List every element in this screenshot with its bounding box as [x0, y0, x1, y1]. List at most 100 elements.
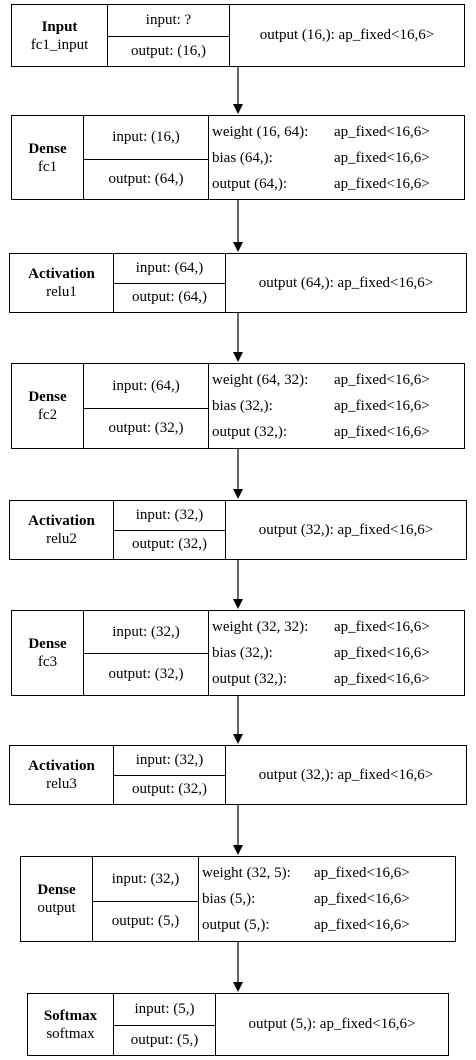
- detail-value: ap_fixed<16,6>: [334, 123, 430, 140]
- layer-detail-cell: output (64,): ap_fixed<16,6>: [226, 254, 466, 312]
- detail-label: output (5,):: [202, 916, 270, 933]
- edge-arrowhead: [233, 104, 243, 114]
- detail-label: output (64,):: [258, 274, 334, 291]
- detail-label: output (32,):: [258, 521, 334, 538]
- layer-type: Activation: [28, 758, 95, 774]
- detail-label: weight (16, 64):: [212, 123, 309, 140]
- layer-name-cell: Input fc1_input: [12, 5, 108, 66]
- detail-row: weight (32, 32): ap_fixed<16,6>: [209, 615, 464, 639]
- layer-output-shape: output: (32,): [108, 665, 184, 682]
- layer-output-shape: output: (16,): [131, 42, 206, 59]
- layer-name: fc2: [37, 407, 58, 423]
- layer-type: Activation: [28, 513, 95, 529]
- layer-name: relu3: [46, 776, 77, 792]
- layer-node-fc2: Dense fc2 input: (64,) output: (32,) wei…: [11, 363, 465, 449]
- edge-arrowhead: [233, 352, 243, 362]
- layer-detail-cell: output (16,): ap_fixed<16,6>: [230, 5, 464, 66]
- layer-io-cell: input: (16,) output: (64,): [84, 116, 209, 199]
- layer-node-output: Dense output input: (32,) output: (5,) w…: [20, 856, 456, 942]
- detail-label: bias (64,):: [212, 149, 273, 166]
- layer-name-cell: Dense fc2: [12, 364, 84, 448]
- detail-label: bias (32,):: [212, 644, 273, 661]
- detail-value: ap_fixed<16,6>: [314, 890, 410, 907]
- layer-name-cell: Dense output: [21, 857, 93, 941]
- edge-arrowhead: [233, 489, 243, 499]
- layer-node-fc3: Dense fc3 input: (32,) output: (32,) wei…: [11, 610, 465, 696]
- layer-io-cell: input: ? output: (16,): [108, 5, 230, 66]
- detail-value: ap_fixed<16,6>: [314, 864, 410, 881]
- detail-label: bias (32,):: [212, 397, 273, 414]
- detail-row: bias (32,): ap_fixed<16,6>: [209, 394, 464, 418]
- layer-node-relu1: Activation relu1 input: (64,) output: (6…: [9, 253, 467, 313]
- layer-input-shape: input: (32,): [114, 501, 225, 531]
- layer-output-shape: output: (32,): [108, 419, 184, 436]
- detail-label: weight (32, 32):: [212, 618, 309, 635]
- detail-label: weight (64, 32):: [212, 371, 309, 388]
- layer-io-cell: input: (64,) output: (32,): [84, 364, 209, 448]
- layer-name: relu1: [46, 284, 77, 300]
- layer-name: softmax: [46, 1025, 95, 1042]
- detail-value: ap_fixed<16,6>: [338, 27, 435, 43]
- detail-value: ap_fixed<16,6>: [334, 397, 430, 414]
- detail-row: output (32,):ap_fixed<16,6>: [209, 420, 464, 444]
- layer-type: Dense: [28, 636, 67, 652]
- layer-output-shape: output: (64,): [132, 289, 207, 305]
- layer-detail-cell: weight (32, 5):ap_fixed<16,6> bias (5,):…: [199, 857, 455, 941]
- layer-io-cell: input: (32,) output: (32,): [114, 746, 226, 804]
- layer-name: fc1_input: [30, 36, 89, 53]
- layer-input-shape: input: (64,): [114, 254, 225, 284]
- detail-value: ap_fixed<16,6>: [337, 766, 434, 783]
- layer-name-cell: Softmax softmax: [28, 994, 114, 1055]
- detail-row: weight (16, 64): ap_fixed<16,6>: [209, 120, 464, 144]
- detail-value: ap_fixed<16,6>: [334, 175, 430, 192]
- detail-value: ap_fixed<16,6>: [334, 644, 430, 661]
- layer-input-shape: input: (32,): [114, 746, 225, 776]
- edge-arrowhead: [233, 734, 243, 744]
- detail-value: ap_fixed<16,6>: [337, 521, 434, 538]
- layer-detail-cell: weight (32, 32): ap_fixed<16,6> bias (32,…: [209, 611, 464, 695]
- layer-input-shape: input: ?: [108, 5, 229, 37]
- layer-io-cell: input: (32,) output: (32,): [84, 611, 209, 695]
- detail-label: output (32,):: [212, 670, 287, 687]
- layer-input-shape: input: (32,): [93, 857, 198, 902]
- detail-label: output (32,):: [258, 766, 334, 783]
- layer-input-shape: input: (32,): [84, 611, 208, 654]
- layer-output-shape: output: (5,): [130, 1031, 199, 1048]
- edge-arrowhead: [233, 845, 243, 855]
- layer-detail-cell: weight (64, 32):ap_fixed<16,6> bias (32,…: [209, 364, 464, 448]
- layer-output-shape: output: (5,): [111, 912, 180, 929]
- detail-label: weight (32, 5):: [202, 864, 291, 881]
- layer-node-softmax: Softmax softmax input: (5,) output: (5,)…: [27, 993, 449, 1056]
- edge-arrowhead: [233, 242, 243, 252]
- layer-io-cell: input: (32,) output: (32,): [114, 501, 226, 559]
- layer-io-cell: input: (5,) output: (5,): [114, 994, 216, 1055]
- detail-row: weight (64, 32):ap_fixed<16,6>: [209, 368, 464, 392]
- layer-name-cell: Activation relu3: [10, 746, 114, 804]
- layer-name-cell: Activation relu2: [10, 501, 114, 559]
- detail-value: ap_fixed<16,6>: [334, 149, 430, 166]
- edge-arrowhead: [233, 982, 243, 992]
- detail-value: ap_fixed<16,6>: [337, 274, 434, 291]
- layer-name-cell: Dense fc1: [12, 116, 84, 199]
- detail-value: ap_fixed<16,6>: [334, 618, 430, 635]
- layer-detail-cell: weight (16, 64): ap_fixed<16,6> bias (64,…: [209, 116, 464, 199]
- layer-input-shape: input: (5,): [114, 994, 215, 1026]
- layer-io-cell: input: (64,) output: (64,): [114, 254, 226, 312]
- detail-value: ap_fixed<16,6>: [334, 670, 430, 687]
- layer-input-shape: input: (16,): [84, 116, 208, 160]
- layer-node-relu2: Activation relu2 input: (32,) output: (3…: [9, 500, 467, 560]
- layer-detail-cell: output (32,): ap_fixed<16,6>: [226, 746, 466, 804]
- layer-name: output: [37, 900, 76, 916]
- layer-detail-cell: output (5,): ap_fixed<16,6>: [216, 994, 448, 1055]
- detail-row: output (5,):ap_fixed<16,6>: [199, 913, 455, 937]
- detail-row: weight (32, 5): ap_fixed<16,6>: [199, 861, 455, 885]
- layer-output-shape: output: (32,): [132, 536, 207, 552]
- layer-name: relu2: [46, 531, 77, 547]
- layer-name-cell: Dense fc3: [12, 611, 84, 695]
- detail-label: output (64,):: [212, 175, 287, 192]
- layer-node-fc1: Dense fc1 input: (16,) output: (64,) wei…: [11, 115, 465, 200]
- layer-input-shape: input: (64,): [84, 364, 208, 409]
- detail-value: ap_fixed<16,6>: [319, 1016, 416, 1032]
- detail-label: output (5,):: [248, 1016, 317, 1032]
- layer-name: fc1: [37, 158, 58, 175]
